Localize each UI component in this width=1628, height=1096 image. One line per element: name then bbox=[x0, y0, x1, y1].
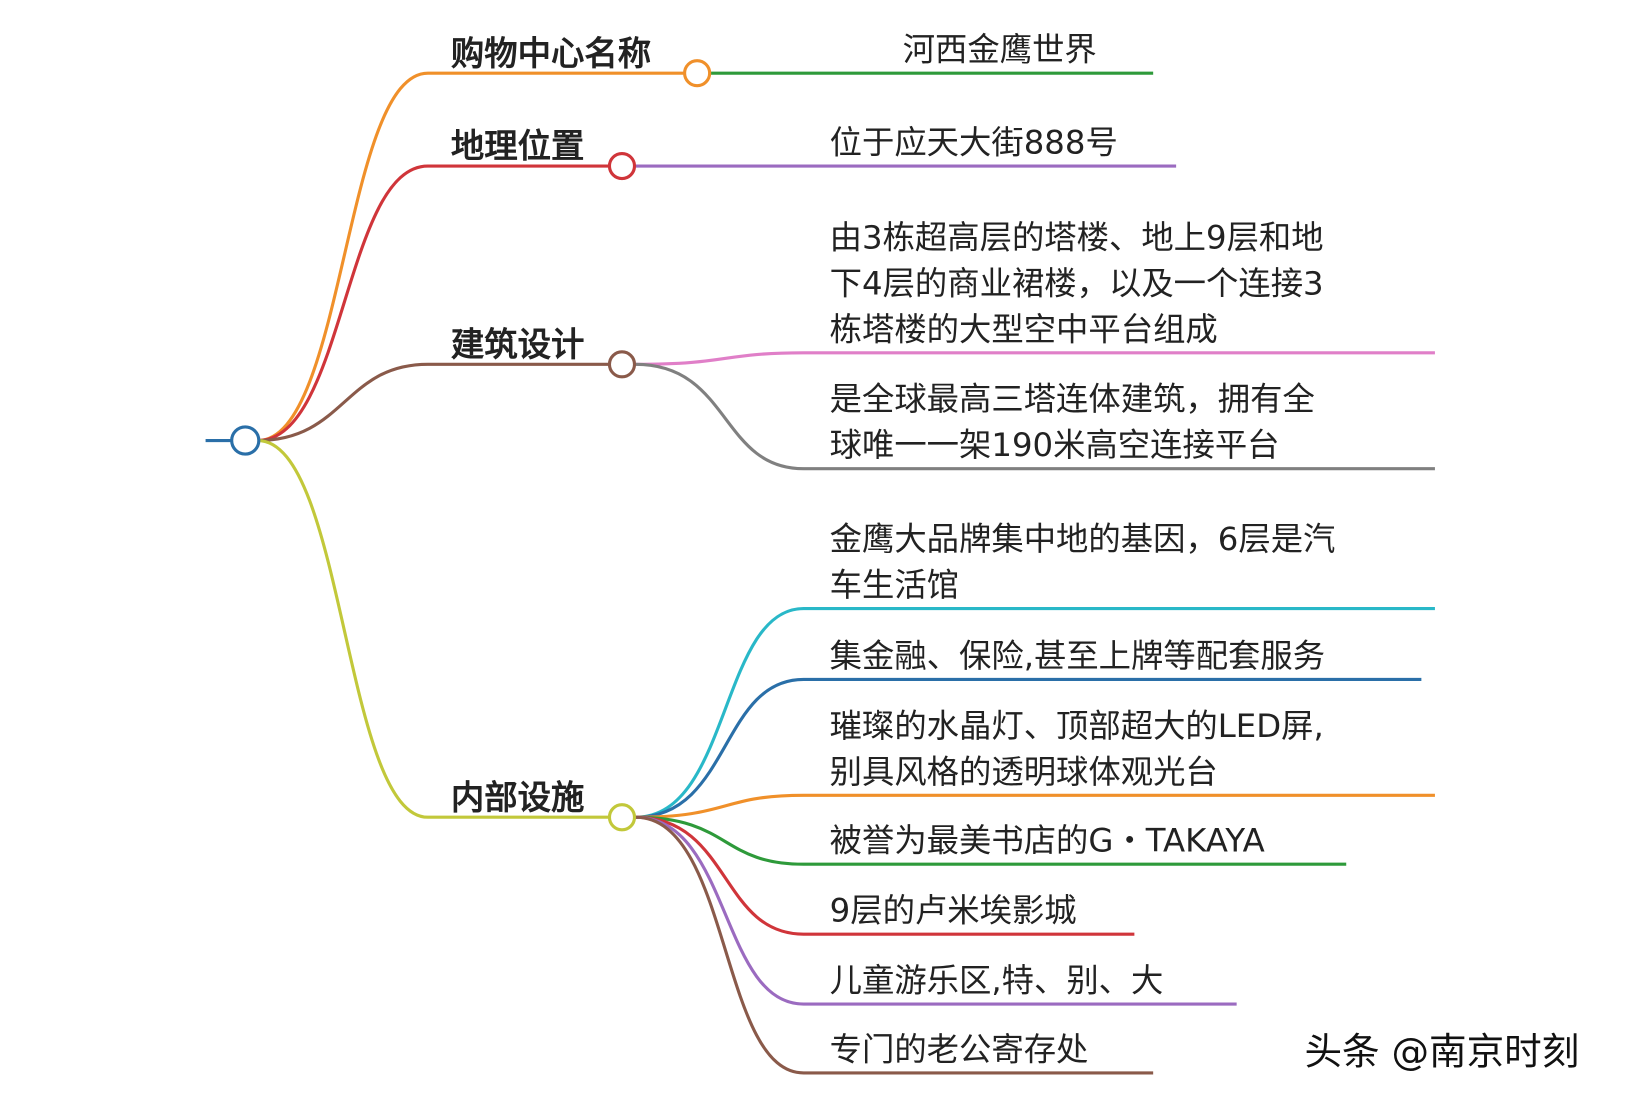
leaf-text[interactable]: 被誉为最美书店的G・TAKAYA bbox=[830, 822, 1265, 860]
leaf-text[interactable]: 儿童游乐区,特、别、大 bbox=[830, 962, 1164, 1000]
branch-label[interactable]: 地理位置 bbox=[451, 127, 585, 166]
leaf-text[interactable]: 专门的老公寄存处 bbox=[830, 1030, 1089, 1068]
branch-label[interactable]: 内部设施 bbox=[451, 778, 585, 817]
branch-label[interactable]: 建筑设计 bbox=[451, 325, 585, 364]
root-node[interactable] bbox=[230, 425, 261, 456]
leaf-text[interactable]: 是全球最高三塔连体建筑，拥有全 bbox=[830, 380, 1315, 418]
leaf-line bbox=[635, 677, 1422, 819]
leaf-line bbox=[635, 351, 1435, 366]
leaf-text[interactable]: 位于应天大街888号 bbox=[830, 124, 1118, 162]
leaf-line bbox=[635, 815, 1347, 866]
branch-label[interactable]: 购物中心名称 bbox=[451, 34, 651, 73]
leaf-text[interactable]: 璀璨的水晶灯、顶部超大的LED屏, bbox=[830, 707, 1324, 745]
leaf-text[interactable]: 河西金鹰世界 bbox=[903, 31, 1097, 69]
leaf-line bbox=[635, 606, 1435, 819]
branch-node[interactable] bbox=[607, 803, 637, 832]
watermark: 头条 @南京时刻 bbox=[1304, 1030, 1579, 1074]
leaf-line bbox=[635, 793, 1435, 819]
leaf-line bbox=[635, 815, 1135, 936]
leaf-line bbox=[635, 362, 1435, 471]
branch-line bbox=[257, 362, 609, 443]
leaf-text[interactable]: 别具风格的透明球体观光台 bbox=[830, 753, 1218, 791]
branch-node[interactable] bbox=[607, 151, 637, 181]
leaf-text[interactable]: 球唯一一架190米高空连接平台 bbox=[830, 426, 1280, 464]
leaf-text[interactable]: 车生活馆 bbox=[830, 566, 959, 604]
leaf-text[interactable]: 集金融、保险,甚至上牌等配套服务 bbox=[830, 637, 1325, 675]
leaf-text[interactable]: 金鹰大品牌集中地的基因，6层是汽 bbox=[830, 520, 1336, 558]
branch-line bbox=[257, 438, 609, 819]
branch-node[interactable] bbox=[607, 350, 637, 379]
leaf-text[interactable]: 下4层的商业裙楼，以及一个连接3 bbox=[830, 264, 1324, 302]
leaf-line bbox=[635, 815, 1154, 1075]
leaf-text[interactable]: 由3栋超高层的塔楼、地上9层和地 bbox=[830, 218, 1324, 256]
leaf-text[interactable]: 栋塔楼的大型空中平台组成 bbox=[830, 310, 1218, 348]
branch-line bbox=[257, 164, 609, 443]
leaf-line bbox=[635, 815, 1237, 1006]
leaf-text[interactable]: 9层的卢米埃影城 bbox=[830, 892, 1077, 930]
branch-node[interactable] bbox=[683, 59, 712, 88]
branch-line bbox=[257, 71, 684, 443]
